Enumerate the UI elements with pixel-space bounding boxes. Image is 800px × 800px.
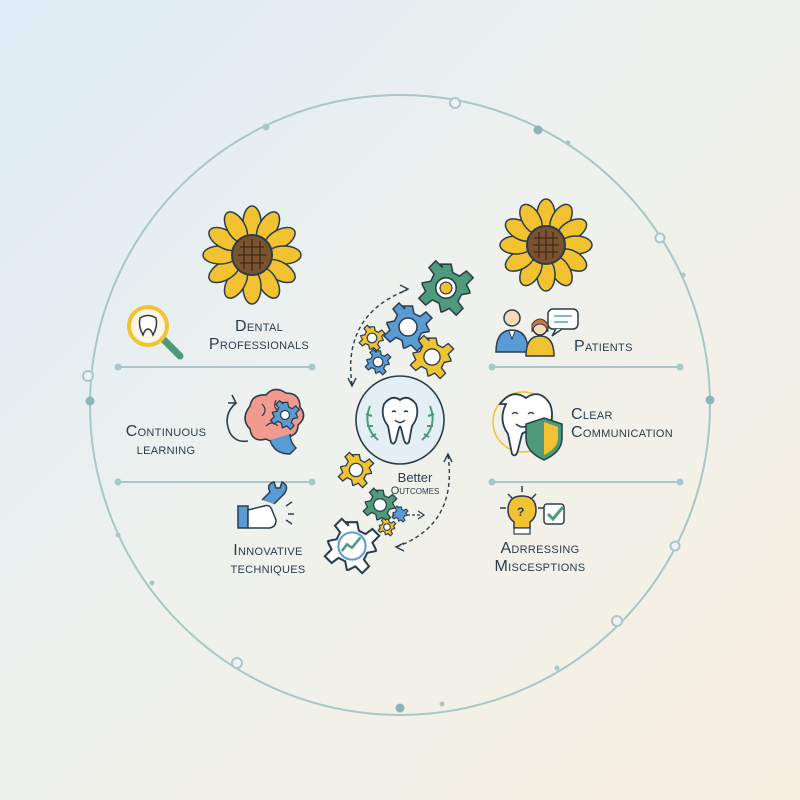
gear-chart-icon xyxy=(323,517,381,575)
addr-label-line2: Miscesptions xyxy=(494,557,586,575)
gear-icon xyxy=(377,517,397,537)
innov-label-line1: Innovative xyxy=(233,542,303,559)
dental-label-line2: Professionals xyxy=(208,335,310,353)
learning-label-line1: Continuous xyxy=(125,423,207,440)
clear-label-line2: Communication xyxy=(571,423,674,441)
learning-label-line2: learning xyxy=(136,440,196,458)
svg-text:?: ? xyxy=(517,505,524,519)
center-cycle xyxy=(337,259,475,552)
dental-professionals-label: Dental Professionals xyxy=(204,318,314,353)
gear-icon xyxy=(337,451,375,489)
sunflower-icon xyxy=(202,205,302,305)
checkbox-icon xyxy=(543,503,565,525)
people-chat-icon xyxy=(495,308,579,357)
dividers xyxy=(114,363,684,486)
hand-wrench-icon xyxy=(237,480,294,529)
dental-label-line1: Dental xyxy=(235,318,283,335)
center-label-line1: Better xyxy=(397,470,433,485)
gear-icon xyxy=(364,348,392,376)
bulb-question-icon: ? xyxy=(500,486,544,535)
tooth-wreath-icon xyxy=(355,375,445,465)
addressing-misconceptions-label: Adrressing Miscesptions xyxy=(484,540,596,575)
continuous-learning-label: Continuous learning xyxy=(116,423,216,458)
innovative-techniques-label: Innovative techniques xyxy=(218,542,318,577)
gear-icon xyxy=(358,324,386,352)
sunflower-icon xyxy=(499,198,593,292)
gear-icon xyxy=(409,334,455,380)
gear-icon xyxy=(362,487,398,523)
better-outcomes-label: Better Outcomes xyxy=(370,470,460,497)
addr-label-line1: Adrressing xyxy=(500,540,580,557)
center-label-line2: Outcomes xyxy=(390,485,440,497)
innov-label-line2: techniques xyxy=(230,559,306,577)
patients-label: Patients xyxy=(574,338,633,355)
tooth-shield-icon xyxy=(492,391,563,461)
gear-icon xyxy=(383,302,433,352)
magnifier-tooth-icon xyxy=(127,305,184,360)
outer-ring xyxy=(82,94,715,716)
brain-gear-icon xyxy=(226,388,305,455)
clear-communication-label: Clear Communication xyxy=(571,406,673,441)
clear-label-line1: Clear xyxy=(571,406,613,423)
gear-icon xyxy=(417,259,475,317)
